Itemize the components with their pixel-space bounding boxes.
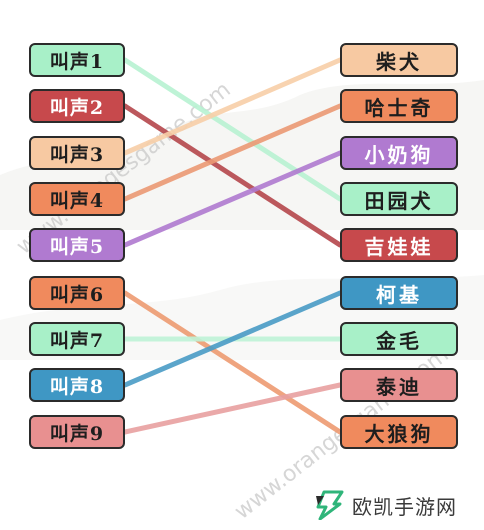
brand: 欧凯手游网 xyxy=(310,490,457,520)
sound-tile-1[interactable]: 叫声1 xyxy=(29,43,125,77)
dog-breed-tile-6[interactable]: 柯基 xyxy=(340,276,458,310)
dog-breed-tile-7[interactable]: 金毛 xyxy=(340,322,458,356)
dog-breed-tile-2[interactable]: 哈士奇 xyxy=(340,89,458,123)
sound-tile-4[interactable]: 叫声4 xyxy=(29,182,125,216)
sound-tile-5[interactable]: 叫声5 xyxy=(29,228,125,262)
connection-line-8 xyxy=(122,290,343,388)
sound-tile-8[interactable]: 叫声8 xyxy=(29,368,125,402)
dog-breed-tile-8[interactable]: 泰迪 xyxy=(340,368,458,402)
sound-tile-9[interactable]: 叫声9 xyxy=(29,415,125,449)
connection-line-1 xyxy=(122,57,343,202)
dog-breed-tile-5[interactable]: 吉娃娃 xyxy=(340,228,458,262)
dog-breed-tile-4[interactable]: 田园犬 xyxy=(340,182,458,216)
sound-tile-7[interactable]: 叫声7 xyxy=(29,322,125,356)
connection-line-4 xyxy=(122,103,343,202)
dog-breed-tile-9[interactable]: 大狼狗 xyxy=(340,415,458,449)
sound-tile-2[interactable]: 叫声2 xyxy=(29,89,125,123)
connection-line-9 xyxy=(122,382,343,435)
connection-line-5 xyxy=(122,150,343,248)
connection-line-3 xyxy=(122,57,343,156)
connection-line-2 xyxy=(122,103,343,248)
connection-line-6 xyxy=(122,290,343,435)
dog-breed-tile-1[interactable]: 柴犬 xyxy=(340,43,458,77)
sound-tile-3[interactable]: 叫声3 xyxy=(29,136,125,170)
lightning-logo-icon xyxy=(316,490,344,520)
dog-breed-tile-3[interactable]: 小奶狗 xyxy=(340,136,458,170)
sound-tile-6[interactable]: 叫声6 xyxy=(29,276,125,310)
brand-name: 欧凯手游网 xyxy=(352,494,457,519)
